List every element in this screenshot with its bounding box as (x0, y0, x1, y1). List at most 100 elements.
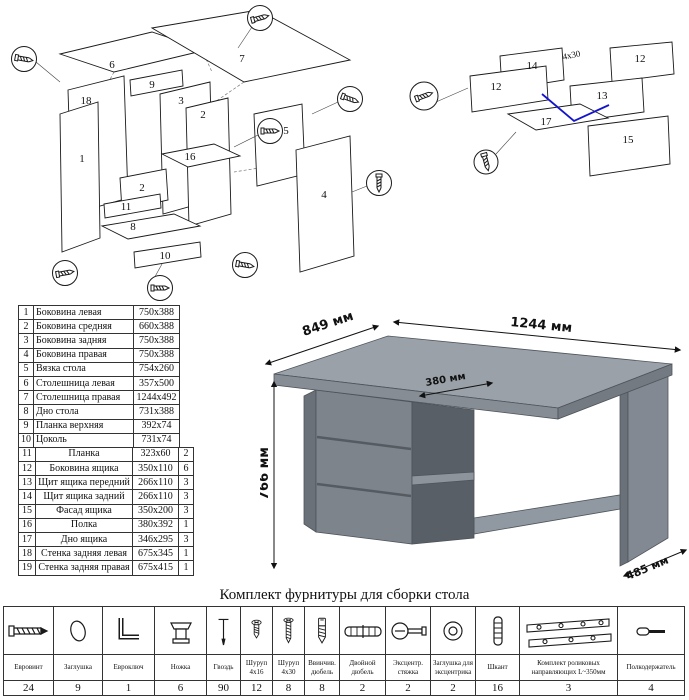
exploded-view-drawer-diagram: 14 12 12 13 17 15 4x30 (409, 41, 675, 177)
parts-cell-size: 323x60 (132, 446, 179, 463)
dimension-height: 766 мм (260, 447, 272, 500)
part-label: 14 (527, 60, 539, 72)
parts-cell-name: Боковина левая (33, 304, 134, 321)
parts-cell-qty: 1 (178, 560, 194, 576)
hardware-item-name: Шуруп 4x16 (241, 654, 272, 680)
parts-cell-size: 675x345 (132, 546, 179, 562)
hardware-item-name: Евроключ (103, 654, 154, 680)
parts-cell-num: 1 (18, 304, 34, 321)
hardware-item-qty: 2 (340, 680, 385, 695)
parts-cell-num: 11 (18, 446, 36, 463)
parts-cell-num: 5 (18, 361, 34, 377)
hardware-item-name: Полкодержатель (618, 654, 684, 680)
part-label: 17 (541, 116, 553, 128)
hardware-item-qty: 90 (207, 680, 240, 695)
hardware-callouts (409, 81, 499, 175)
part-label: 6 (109, 59, 115, 71)
part-label: 15 (623, 134, 635, 146)
parts-cell-size: 754x260 (133, 361, 180, 377)
hardware-item-qty: 12 (241, 680, 272, 695)
part-label: 7 (239, 53, 245, 65)
parts-cell-qty: 1 (178, 517, 194, 534)
part-label: 10 (160, 250, 172, 262)
parts-cell-num: 12 (18, 461, 36, 477)
desk-cabinet-front (315, 389, 413, 545)
parts-cell-num: 8 (18, 404, 34, 420)
part-label: 9 (149, 79, 155, 91)
panel-17 (506, 103, 610, 131)
parts-cell-name: Вязка стола (33, 361, 134, 377)
screw-4x30-icon (273, 607, 304, 654)
part-number-labels: 6 7 18 9 3 2 16 5 1 2 11 8 10 4 (79, 53, 327, 262)
desk-shelf (411, 471, 475, 486)
callout-leader-lines (435, 87, 517, 155)
hardware-item-name: Ввинчив. дюбель (305, 654, 339, 680)
parts-cell-num: 10 (18, 432, 34, 448)
panel-11 (103, 193, 162, 219)
parts-cell-size: 750x388 (133, 304, 180, 321)
parts-cell-qty: 3 (178, 489, 194, 505)
shelf-support-icon (618, 607, 684, 654)
hardware-callouts (11, 5, 392, 301)
parts-cell-num: 7 (18, 390, 34, 406)
hardware-item-name: Эксцентр. стяжка (386, 654, 430, 680)
parts-cell-num: 17 (18, 531, 36, 548)
parts-cell-size: 350x200 (132, 503, 179, 519)
panel-8 (100, 213, 202, 240)
hex-key-icon (103, 607, 154, 654)
part-label: 5 (283, 125, 289, 137)
parts-cell-name: Щит ящика задний (35, 489, 133, 505)
exploded-panels (58, 9, 355, 273)
hardware-item-qty: 4 (618, 680, 684, 695)
parts-cell-size: 380x392 (132, 517, 179, 534)
parts-cell-name: Планка верхняя (33, 418, 134, 434)
confirmat-screw-icon (4, 607, 53, 654)
part-label: 13 (597, 90, 609, 102)
desk-right-panel-inner (619, 390, 629, 567)
part-label: 18 (81, 95, 93, 107)
part-label: 3 (178, 95, 184, 107)
panel-16 (160, 143, 242, 168)
hardware-item-name: Гвоздь (207, 654, 240, 680)
parts-cell-num: 4 (18, 347, 34, 363)
parts-cell-size: 675x415 (132, 560, 179, 576)
parts-cell-size: 357x500 (133, 375, 180, 392)
hardware-item-name: Евровинт (4, 654, 53, 680)
parts-cell-num: 9 (18, 418, 34, 434)
panel-12-right (609, 41, 675, 83)
panel-9 (129, 69, 184, 97)
parts-cell-num: 15 (18, 503, 36, 519)
parts-cell-name: Столешница левая (33, 375, 134, 392)
cam-cap-icon (431, 607, 475, 654)
parts-cell-qty: 2 (178, 446, 194, 463)
parts-cell-num: 13 (18, 475, 36, 491)
hardware-item-qty: 6 (155, 680, 206, 695)
parts-cell-name: Планка (35, 446, 133, 463)
parts-cell-num: 16 (18, 517, 36, 534)
parts-cell-name: Цоколь (33, 432, 134, 448)
part-label: 16 (185, 151, 197, 163)
desk-body (273, 335, 673, 567)
part-label: 12 (635, 53, 646, 65)
desk-right-panel (627, 375, 669, 563)
parts-cell-size: 392x74 (133, 418, 180, 434)
